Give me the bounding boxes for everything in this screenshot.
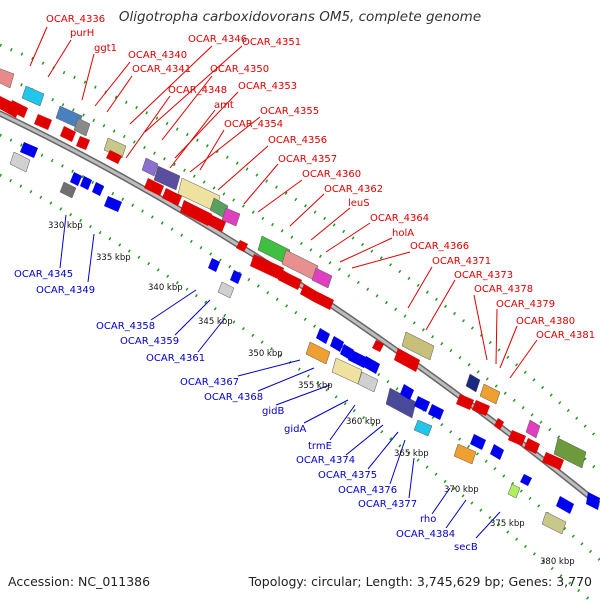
- gene-label: OCAR_4359: [120, 336, 179, 347]
- gene-label: purH: [70, 28, 94, 39]
- track-guides: [0, 43, 600, 600]
- gene-label: OCAR_4351: [242, 37, 301, 48]
- tick-label: 370 kbp: [444, 485, 479, 495]
- accession-text: Accession: NC_011386: [8, 574, 151, 589]
- gene-label: OCAR_4356: [268, 135, 327, 146]
- gene-label: amt: [214, 100, 234, 111]
- forward-connectors: [29, 26, 538, 379]
- gene-label: OCAR_4374: [296, 455, 355, 466]
- gene-label: OCAR_4349: [36, 285, 95, 296]
- gene-label: gidB: [262, 406, 284, 417]
- gene-label: OCAR_4367: [180, 377, 239, 388]
- gene-arrows: [8, 100, 600, 514]
- tick-label: 355 kbp: [298, 381, 333, 391]
- gene-label: OCAR_4358: [96, 321, 155, 332]
- gene-label: OCAR_4380: [516, 316, 575, 327]
- gene-label: OCAR_4368: [204, 392, 263, 403]
- map-title: Oligotropha carboxidovorans OM5, complet…: [118, 9, 482, 25]
- gene-label: OCAR_4346: [188, 34, 247, 45]
- gene-label: holA: [392, 228, 414, 239]
- gene-label: OCAR_4353: [238, 81, 297, 92]
- gene-label: OCAR_4362: [324, 184, 383, 195]
- gene-label: OCAR_4355: [260, 106, 319, 117]
- gene-label: OCAR_4381: [536, 330, 595, 341]
- reverse-connectors: [59, 214, 501, 539]
- gene-label: OCAR_4341: [132, 64, 191, 75]
- tick-label: 380 kbp: [540, 557, 575, 567]
- tick-label: 335 kbp: [96, 253, 131, 263]
- tick-label: 340 kbp: [148, 283, 183, 293]
- gene-label: OCAR_4364: [370, 213, 429, 224]
- tick-label: 330 kbp: [48, 221, 83, 231]
- gene-label: OCAR_4350: [210, 64, 269, 75]
- gene-label: gidA: [284, 424, 306, 435]
- gene-label: OCAR_4384: [396, 529, 455, 540]
- gene-label: OCAR_4354: [224, 119, 283, 130]
- tick-label: 345 kbp: [198, 317, 233, 327]
- tick-label: 365 kbp: [394, 449, 429, 459]
- genome-summary-text: Topology: circular; Length: 3,745,629 bp…: [248, 574, 592, 589]
- forward-gene-labels: OCAR_4336 purH ggt1 OCAR_4340 OCAR_4341 …: [46, 14, 595, 341]
- gene-label: OCAR_4360: [302, 169, 361, 180]
- gene-label: OCAR_4371: [432, 256, 491, 267]
- reverse-gene-labels: OCAR_4345 OCAR_4349 OCAR_4358 OCAR_4359 …: [14, 269, 478, 553]
- gene-label: OCAR_4361: [146, 353, 205, 364]
- gene-label: OCAR_4378: [474, 284, 533, 295]
- gene-label: OCAR_4348: [168, 85, 227, 96]
- gene-label: OCAR_4366: [410, 241, 469, 252]
- gene-label: OCAR_4379: [496, 299, 555, 310]
- gene-label: rho: [420, 514, 436, 525]
- gene-label: OCAR_4377: [358, 499, 417, 510]
- gene-label: OCAR_4340: [128, 50, 187, 61]
- gene-label: OCAR_4375: [318, 470, 377, 481]
- tick-label: 350 kbp: [248, 349, 283, 359]
- kbp-ticks: 330 kbp 335 kbp 340 kbp 345 kbp 350 kbp …: [48, 221, 575, 567]
- tick-label: 360 kbp: [346, 417, 381, 427]
- gene-label: leuS: [348, 198, 370, 209]
- gene-label: ggt1: [94, 43, 117, 54]
- gene-label: secB: [454, 542, 478, 553]
- tick-label: 375 kbp: [490, 519, 525, 529]
- gene-label: OCAR_4357: [278, 154, 337, 165]
- gene-label: OCAR_4336: [46, 14, 105, 25]
- gene-label: trmE: [308, 441, 332, 452]
- gene-label: OCAR_4373: [454, 270, 513, 281]
- gene-label: OCAR_4376: [338, 485, 397, 496]
- gene-label: OCAR_4345: [14, 269, 73, 280]
